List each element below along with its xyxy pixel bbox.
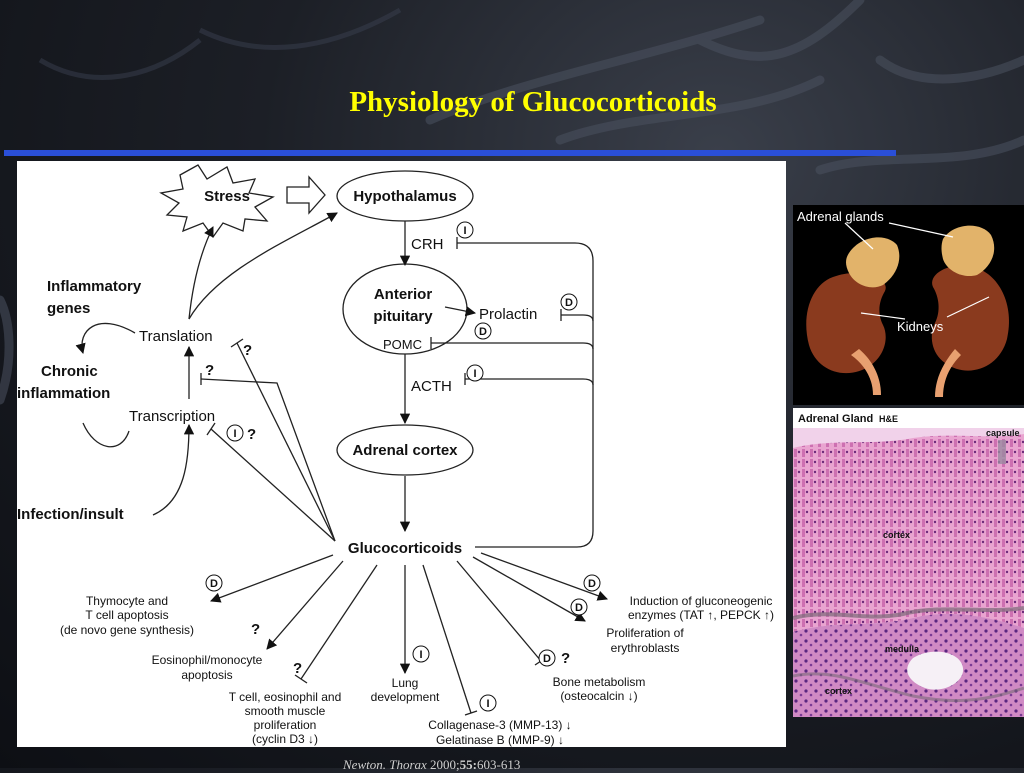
pomc-label: POMC xyxy=(383,337,422,352)
thymocyte-label-1: Thymocyte and xyxy=(86,594,168,608)
badge-transcription-inhibit: I xyxy=(226,424,244,442)
badge-gluconeo-d: D xyxy=(583,574,601,592)
thymocyte-label-3: (de novo gene synthesis) xyxy=(60,623,194,637)
anterior-pituitary-label-2: pituitary xyxy=(373,308,433,325)
gluconeo-label-2: enzymes (TAT ↑, PEPCK ↑) xyxy=(628,608,774,622)
inflammatory-genes-label-2: genes xyxy=(47,300,90,317)
histology-title: Adrenal Gland xyxy=(798,413,873,425)
citation-pages: 603-613 xyxy=(477,757,521,772)
capsule-label: capsule xyxy=(986,428,1020,438)
citation-journal: Thorax xyxy=(389,757,427,772)
svg-text:I: I xyxy=(419,649,422,661)
glucocorticoids-label: Glucocorticoids xyxy=(348,540,462,557)
hypothalamus-label: Hypothalamus xyxy=(353,188,456,205)
question-bone: ? xyxy=(561,650,570,667)
tcell-label-1: T cell, eosinophil and xyxy=(229,690,342,704)
badge-acth-inhibit: I xyxy=(466,364,484,382)
svg-text:I: I xyxy=(233,428,236,440)
stress-to-hypothalamus-arrow xyxy=(286,175,326,215)
tcell-label-2: smooth muscle xyxy=(245,704,326,718)
slide-title: Physiology of Glucocorticoids xyxy=(349,86,717,118)
acth-label: ACTH xyxy=(411,378,452,395)
transcription-label: Transcription xyxy=(129,408,215,425)
crh-label: CRH xyxy=(411,236,444,253)
bone-label-1: Bone metabolism xyxy=(553,675,646,689)
bone-label-2: (osteocalcin ↓) xyxy=(560,689,637,703)
glucocorticoid-pathway-diagram: Stress Hypothalamus Anterior pituitary A… xyxy=(17,161,786,747)
title-divider xyxy=(4,150,896,156)
chronic-inflammation-label-1: Chronic xyxy=(41,363,98,380)
svg-text:D: D xyxy=(588,578,596,590)
eosinophil-label-1: Eosinophil/monocyte xyxy=(152,653,263,667)
tcell-label-3: proliferation xyxy=(254,718,317,732)
badge-thymocyte-d: D xyxy=(205,574,223,592)
adrenal-glands-label: Adrenal glands xyxy=(797,209,884,224)
erythro-label-1: Proliferation of xyxy=(606,626,684,640)
prolactin-label: Prolactin xyxy=(479,306,537,323)
medulla-label: medulla xyxy=(885,644,920,654)
badge-collagenase-inhibit: I xyxy=(479,694,497,712)
kidneys-label: Kidneys xyxy=(897,319,944,334)
question-eosinophil: ? xyxy=(251,621,260,638)
question-transcription: ? xyxy=(247,426,256,443)
svg-text:D: D xyxy=(210,578,218,590)
badge-crh-inhibit: I xyxy=(456,221,474,239)
stress-label: Stress xyxy=(204,188,250,205)
eosinophil-label-2: apoptosis xyxy=(181,668,232,682)
question-tcell: ? xyxy=(293,660,302,677)
citation: Newton. Thorax 2000;55:603-613 xyxy=(343,757,520,773)
citation-volume: 55: xyxy=(459,757,478,772)
badge-pomc-d: D xyxy=(474,322,492,340)
lung-label-2: development xyxy=(371,690,440,704)
adrenal-cortex-label: Adrenal cortex xyxy=(352,442,458,459)
svg-text:D: D xyxy=(543,653,551,665)
svg-text:I: I xyxy=(463,225,466,237)
svg-text:D: D xyxy=(565,297,573,309)
cortex-label-2: cortex xyxy=(825,686,852,696)
inflammatory-genes-label-1: Inflammatory xyxy=(47,278,142,295)
citation-author: Newton. xyxy=(343,757,386,772)
lung-label-1: Lung xyxy=(392,676,419,690)
thymocyte-label-2: T cell apoptosis xyxy=(85,608,168,622)
tcell-label-4: (cyclin D3 ↓) xyxy=(252,732,318,746)
collagenase-label-2: Gelatinase B (MMP-9) ↓ xyxy=(436,733,564,747)
erythro-label-2: erythroblasts xyxy=(611,641,680,655)
badge-bone-d: D xyxy=(538,649,556,667)
question-inhibit: ? xyxy=(205,362,214,379)
anterior-pituitary-label-1: Anterior xyxy=(374,286,433,303)
badge-erythro-d: D xyxy=(570,598,588,616)
collagenase-label-1: Collagenase-3 (MMP-13) ↓ xyxy=(428,718,571,732)
translation-label: Translation xyxy=(139,328,213,345)
badge-lung-inhibit: I xyxy=(412,645,430,663)
adrenal-histology-photo: Adrenal Gland H&E capsule cortex medulla… xyxy=(793,408,1024,717)
gluconeo-label-1: Induction of gluconeogenic xyxy=(630,594,773,608)
adrenal-cortex-node xyxy=(336,424,474,476)
stress-burst-shape xyxy=(159,164,275,239)
svg-text:D: D xyxy=(575,602,583,614)
badge-prolactin-d: D xyxy=(560,293,578,311)
svg-text:I: I xyxy=(473,368,476,380)
svg-text:D: D xyxy=(479,326,487,338)
chronic-inflammation-label-2: inflammation xyxy=(17,385,110,402)
kidneys-photo: Adrenal glands Kidneys xyxy=(793,205,1024,405)
svg-text:I: I xyxy=(486,698,489,710)
citation-year: 2000; xyxy=(430,757,460,772)
cortex-label: cortex xyxy=(883,530,910,540)
histology-stain: H&E xyxy=(879,414,898,424)
question-translation: ? xyxy=(243,342,252,359)
infection-insult-label: Infection/insult xyxy=(17,506,124,523)
